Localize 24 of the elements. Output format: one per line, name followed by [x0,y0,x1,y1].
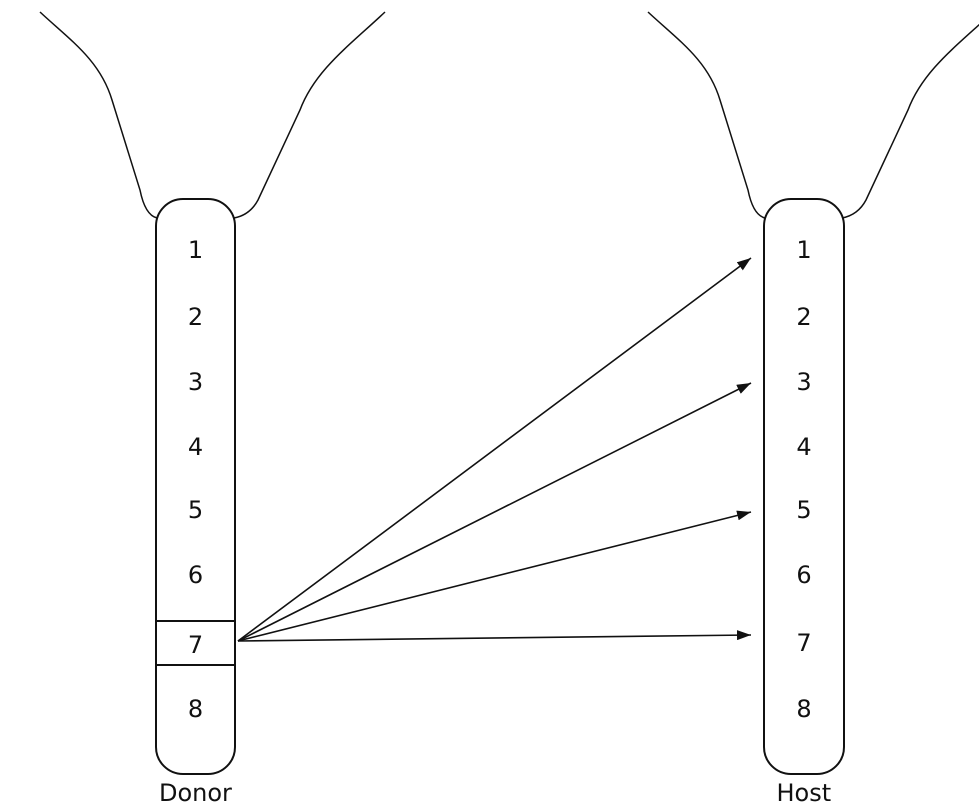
segment-number: 6 [157,552,234,598]
arrow [238,382,752,642]
chromosome-column [155,198,236,775]
column-heading: Host [776,779,832,807]
segment-number: 7 [765,620,843,666]
segment-number: 4 [157,424,234,470]
segment-number: 3 [157,359,234,405]
segment-number: 2 [765,294,843,340]
segment-number: 5 [157,487,234,533]
arrow [238,257,752,642]
segment-number: 8 [765,686,843,732]
segment-band: 7 [157,620,234,666]
segment-number: 6 [765,552,843,598]
segment-number: 1 [765,227,843,273]
segment-number: 1 [157,227,234,273]
segment-number: 4 [765,424,843,470]
column-heading: Donor [159,779,232,807]
segment-number: 8 [157,686,234,732]
segment-number: 2 [157,294,234,340]
segment-number: 3 [765,359,843,405]
segment-number: 5 [765,487,843,533]
arrow [238,630,751,642]
arrow [238,510,752,642]
chromosome-column [763,198,845,775]
